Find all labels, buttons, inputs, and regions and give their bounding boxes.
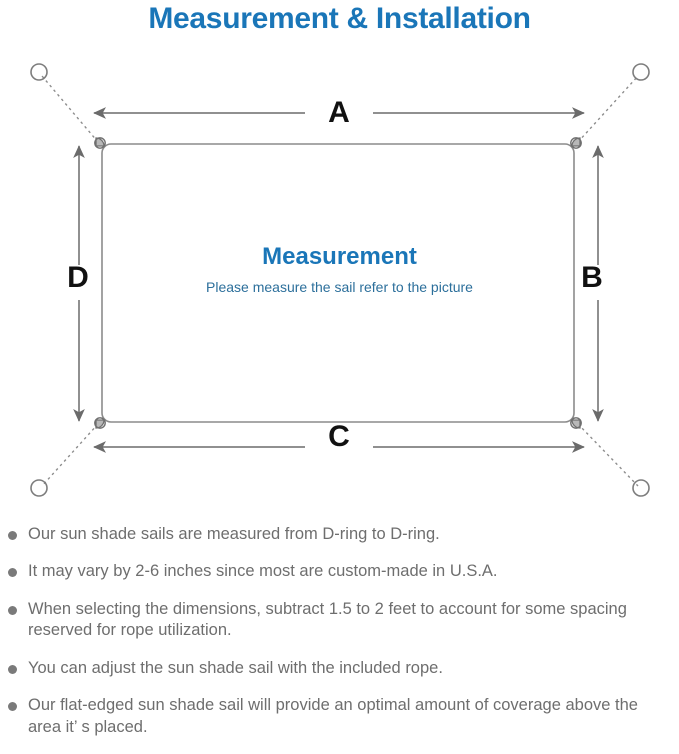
page-title: Measurement & Installation — [148, 2, 531, 35]
list-item-text: Our flat-edged sun shade sail will provi… — [28, 696, 638, 736]
bullet-icon — [8, 702, 17, 712]
dimension-label-c: C — [328, 420, 350, 453]
rope-line-bottom-left — [41, 423, 99, 487]
list-item: When selecting the dimensions, subtract … — [0, 599, 679, 642]
bullet-icon — [8, 531, 17, 540]
notes-list: Our sun shade sails are measured from D-… — [0, 524, 679, 754]
list-item-text: Our sun shade sails are measured from D-… — [28, 525, 440, 543]
sail-label: Measurement — [262, 243, 417, 270]
d-ring-bottom-right — [570, 417, 582, 429]
bullet-icon — [8, 664, 17, 674]
anchor-ring-top-left — [30, 63, 48, 81]
rope-line-bottom-right — [577, 423, 639, 487]
dimension-label-a: A — [328, 96, 350, 129]
sail-rectangle — [101, 143, 575, 423]
anchor-ring-top-right — [632, 63, 650, 81]
list-item: Our flat-edged sun shade sail will provi… — [0, 695, 679, 738]
sail-sublabel: Please measure the sail refer to the pic… — [206, 279, 473, 295]
measurement-diagram — [0, 50, 679, 515]
anchor-ring-bottom-right — [632, 479, 650, 497]
list-item-text: It may vary by 2-6 inches since most are… — [28, 562, 498, 581]
d-ring-top-right — [570, 137, 582, 149]
rope-line-top-right — [577, 75, 639, 143]
d-ring-bottom-left — [94, 417, 106, 429]
rope-line-top-left — [41, 75, 99, 143]
dimension-label-d: D — [67, 261, 89, 294]
dimension-label-b: B — [581, 261, 603, 294]
list-item: You can adjust the sun shade sail with t… — [0, 658, 679, 679]
anchor-ring-bottom-left — [30, 479, 48, 497]
d-ring-top-left — [94, 137, 106, 149]
list-item: It may vary by 2-6 inches since most are… — [0, 561, 679, 582]
list-item: Our sun shade sails are measured from D-… — [0, 524, 679, 545]
list-item-text: When selecting the dimensions, subtract … — [28, 599, 627, 640]
bullet-icon — [8, 605, 17, 615]
bullet-icon — [8, 568, 17, 578]
list-item-text: You can adjust the sun shade sail with t… — [28, 658, 443, 677]
